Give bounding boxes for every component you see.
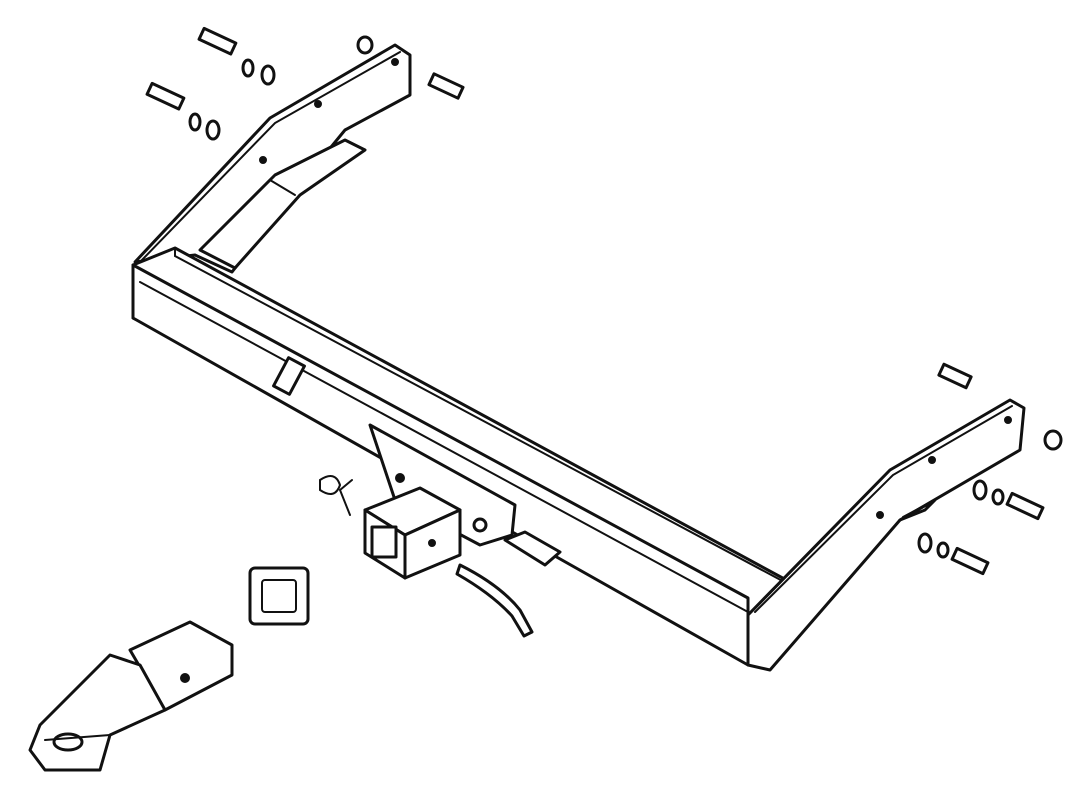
main-cross-beam (131, 246, 792, 667)
nut-icon (1043, 429, 1063, 451)
bolt-icon (937, 362, 973, 390)
left-side-bracket (133, 43, 412, 274)
ball-mount (28, 620, 234, 772)
bolt-icon (917, 532, 990, 576)
pin-and-clip (455, 530, 562, 638)
receiver-cover (248, 566, 310, 626)
right-side-bracket (746, 398, 1026, 672)
nut-icon (356, 35, 374, 55)
hitch-receiver (319, 423, 517, 580)
fasteners (145, 26, 1063, 576)
bolt-icon (197, 26, 276, 86)
bolt-icon (972, 479, 1045, 521)
bolt-icon (145, 81, 221, 141)
bolt-icon (427, 72, 465, 100)
